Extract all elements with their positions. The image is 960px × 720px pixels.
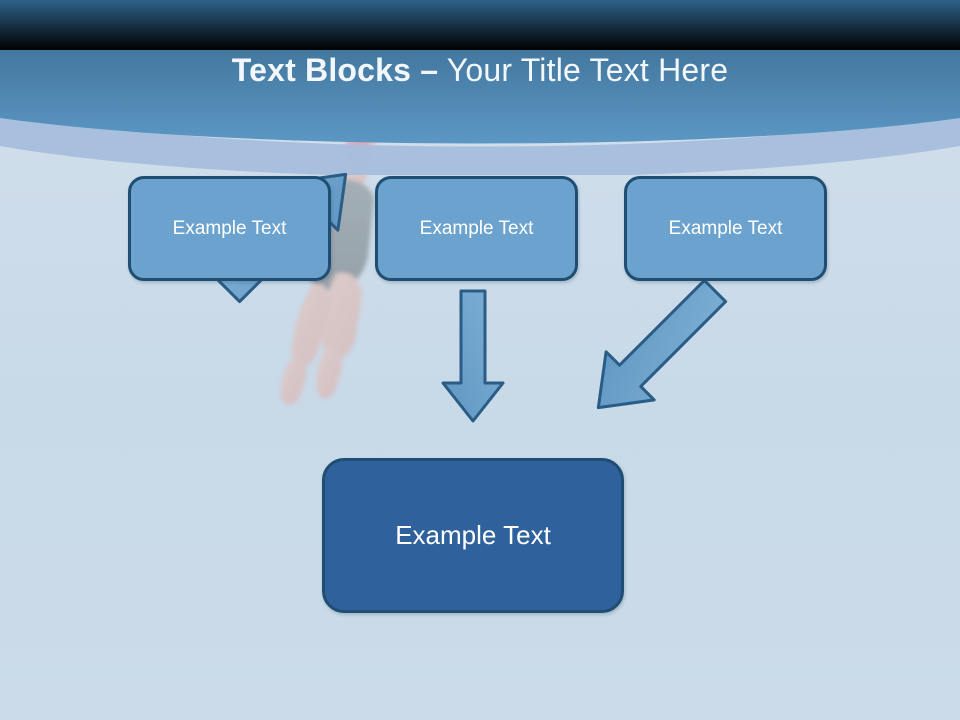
slide-header-banner: [0, 0, 960, 175]
text-block-2-label: Example Text: [419, 217, 534, 239]
page-title-bold: Text Blocks –: [231, 52, 439, 88]
header-gradient-shape: [0, 0, 960, 144]
text-block-2[interactable]: Example Text: [375, 176, 578, 281]
page-title-regular: Your Title Text Here: [446, 52, 729, 88]
page-title: Text Blocks – Your Title Text Here: [0, 50, 960, 90]
text-block-1[interactable]: Example Text: [128, 176, 331, 281]
text-block-3-label: Example Text: [668, 217, 783, 239]
text-block-3[interactable]: Example Text: [624, 176, 827, 281]
header-arc-band: [0, 112, 960, 175]
text-block-result[interactable]: Example Text: [322, 458, 624, 613]
text-block-result-label: Example Text: [395, 520, 551, 550]
text-block-1-label: Example Text: [172, 217, 287, 239]
